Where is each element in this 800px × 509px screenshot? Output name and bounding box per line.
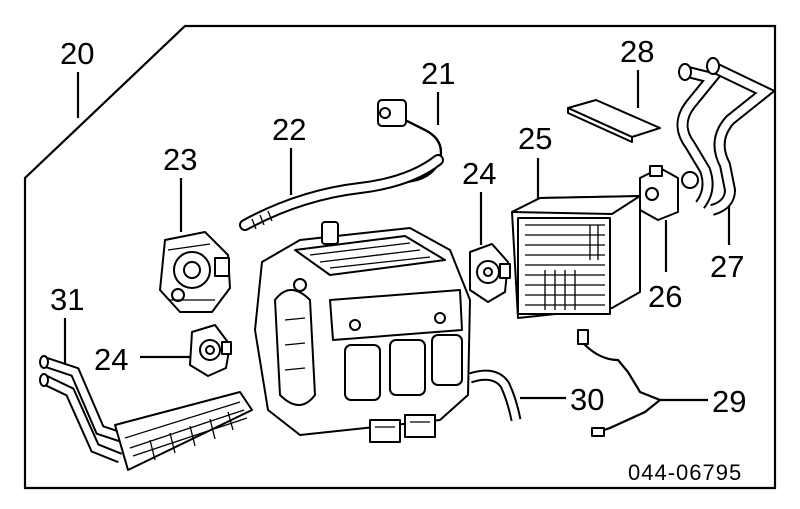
callout-29: 29 xyxy=(712,384,746,419)
callout-24b: 24 xyxy=(94,342,128,377)
part-28-filter xyxy=(567,99,661,143)
callout-22: 22 xyxy=(272,112,306,147)
callout-31: 31 xyxy=(50,282,84,317)
part-22-hose xyxy=(239,154,444,231)
callout-24a: 24 xyxy=(462,156,496,191)
part-26-valve xyxy=(639,165,679,221)
part-25-evaporator xyxy=(511,195,641,319)
part-31-heater-core xyxy=(39,355,253,471)
part-27-pipes xyxy=(676,57,777,216)
callout-20: 20 xyxy=(60,36,94,71)
callout-25: 25 xyxy=(518,121,552,156)
part-24a-actuator xyxy=(469,243,511,303)
part-24b-actuator xyxy=(189,324,232,377)
part-29-sensor xyxy=(577,329,663,437)
diagram-code: 044-06795 xyxy=(628,460,742,485)
callout-26: 26 xyxy=(648,279,682,314)
callout-27: 27 xyxy=(710,249,744,284)
callout-23: 23 xyxy=(163,142,197,177)
callout-21: 21 xyxy=(421,56,455,91)
main-unit-housing xyxy=(254,221,471,443)
callout-28: 28 xyxy=(620,34,654,69)
callout-30: 30 xyxy=(570,382,604,417)
part-30-hose xyxy=(468,369,522,422)
assembly-frame xyxy=(23,24,777,490)
part-23-servo-motor xyxy=(159,231,231,313)
